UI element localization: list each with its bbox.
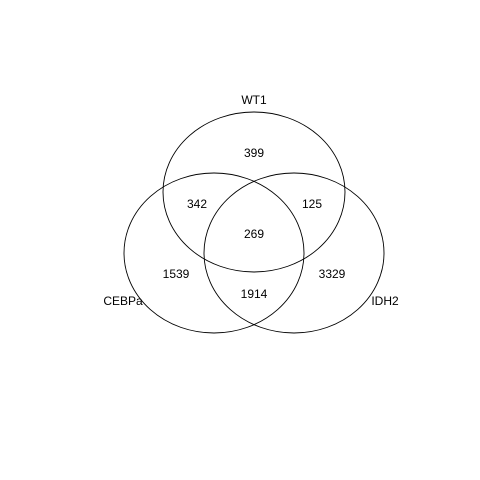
wt1-idh2-count: 125 <box>302 197 322 211</box>
cebpa-set-label: CEBPa <box>103 294 143 308</box>
wt1-cebpa-count: 342 <box>187 197 207 211</box>
idh2-circle <box>203 172 385 334</box>
cebpa-idh2-count: 1914 <box>241 287 268 301</box>
idh2-only-count: 3329 <box>319 267 346 281</box>
wt1-only-count: 399 <box>244 146 264 160</box>
wt1-circle <box>162 111 346 273</box>
cebpa-circle <box>123 172 305 334</box>
wt1-set-label: WT1 <box>241 93 267 107</box>
all-three-count: 269 <box>244 227 264 241</box>
cebpa-only-count: 1539 <box>163 267 190 281</box>
idh2-set-label: IDH2 <box>371 294 399 308</box>
